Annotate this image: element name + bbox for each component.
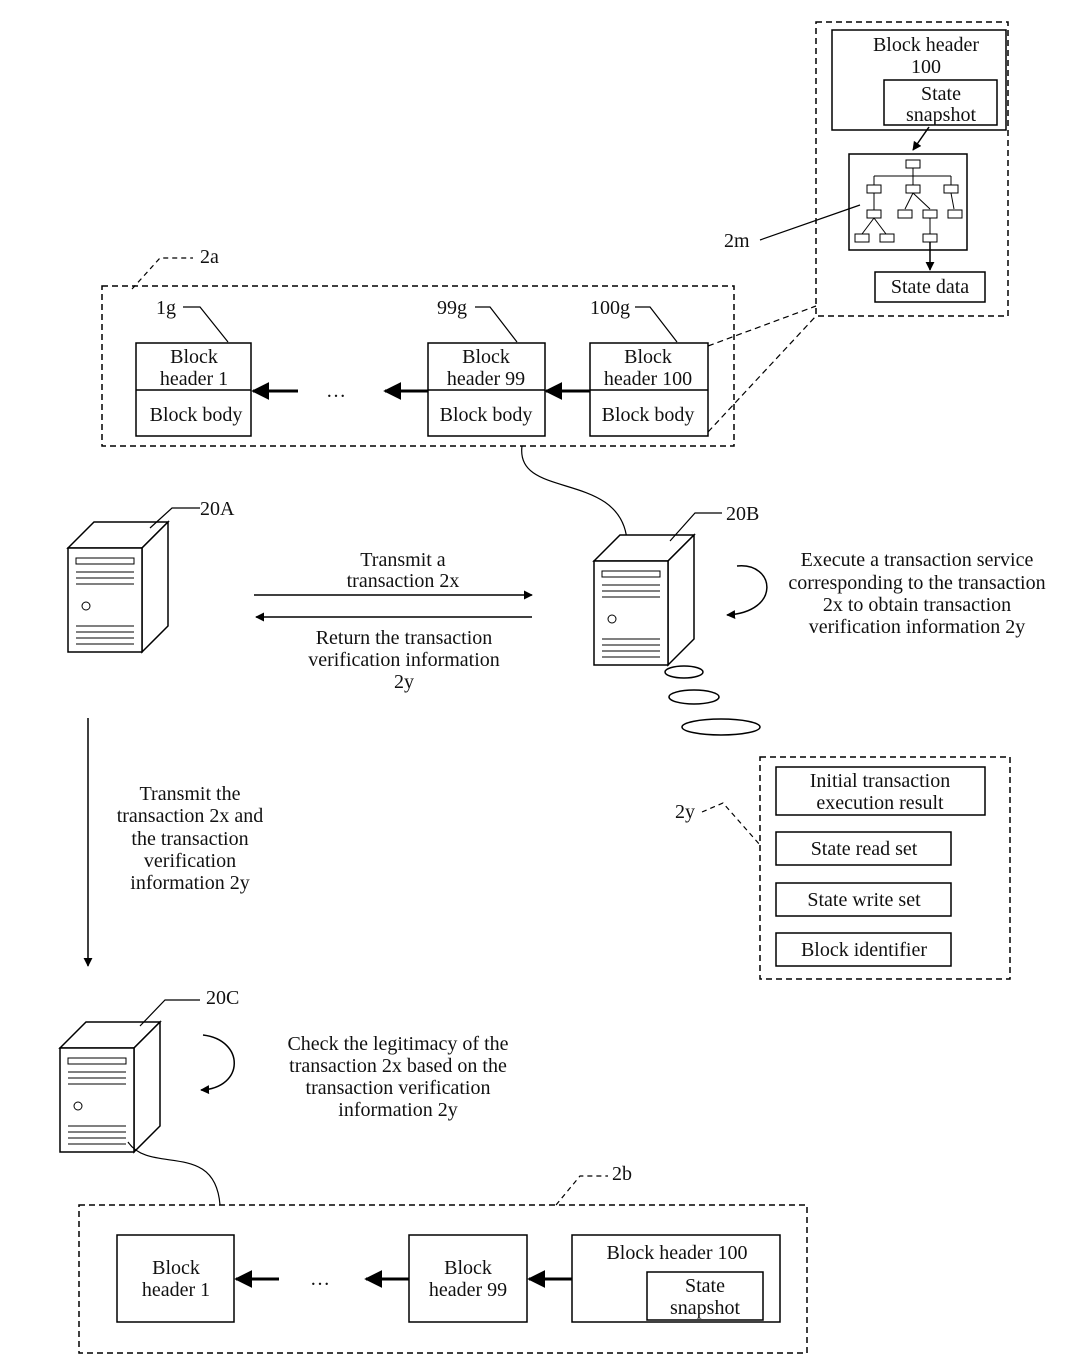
- item-state-read-set: State read set: [811, 838, 918, 860]
- return-line1: Return the transaction: [316, 627, 493, 649]
- server-20c: 20C: [60, 987, 239, 1152]
- check-line1: Check the legitimacy of the: [287, 1033, 508, 1055]
- chain-b-block100-header: Block header 100: [606, 1242, 747, 1264]
- block-1-header-line2: header 1: [160, 368, 228, 390]
- item-block-identifier: Block identifier: [801, 939, 927, 961]
- block-100-header-line2: header 100: [604, 368, 692, 390]
- block-1-body: Block body: [150, 404, 243, 426]
- check-line2: transaction 2x based on the: [289, 1055, 507, 1077]
- server-20a: 20A: [68, 498, 235, 652]
- block-100-detail-panel: Block header 100 State snapshot: [724, 22, 1008, 316]
- verification-information-2y: 2y Initial transaction execution result …: [675, 757, 1010, 979]
- block-99-header-line1: Block: [462, 346, 510, 368]
- detail-state-snapshot-line1: State: [921, 83, 961, 105]
- forward-line2: transaction 2x and: [117, 805, 264, 827]
- block-100-body: Block body: [602, 404, 695, 426]
- forward-line1: Transmit the: [140, 783, 241, 805]
- block-99-tag: 99g: [437, 297, 467, 319]
- server-20b-label: 20B: [726, 503, 759, 525]
- check-line3: transaction verification: [306, 1077, 491, 1099]
- item-state-write-set: State write set: [807, 889, 921, 911]
- block-99-header-line2: header 99: [447, 368, 525, 390]
- return-line2: verification information: [308, 649, 500, 671]
- blockchain-2b: 2b Block header 1 Block header 99 Block …: [79, 1163, 807, 1353]
- forward-transaction-message: Transmit the transaction 2x and the tran…: [88, 718, 263, 966]
- chain-b-snapshot-line1: State: [685, 1275, 725, 1297]
- item-initial-result-line1: Initial transaction: [810, 770, 951, 792]
- chain-b-label: 2b: [612, 1163, 632, 1185]
- transmit-line1: Transmit a: [360, 549, 446, 571]
- block-100-header-line1: Block: [624, 346, 672, 368]
- chain-b-block99-line1: Block: [444, 1257, 492, 1279]
- execute-line1: Execute a transaction service: [801, 549, 1034, 571]
- block-100-tag: 100g: [590, 297, 630, 319]
- block-1-tag: 1g: [156, 297, 176, 319]
- forward-line3: the transaction: [131, 828, 248, 850]
- detail-state-snapshot-line2: snapshot: [906, 104, 976, 126]
- execute-line3: 2x to obtain transaction: [823, 594, 1011, 616]
- detail-block-header-line2: 100: [911, 56, 941, 78]
- detail-block-header-line1: Block header: [873, 34, 979, 56]
- state-tree: [849, 154, 967, 250]
- block-99: 99g Block header 99 Block body: [428, 297, 545, 436]
- verification-label-2y: 2y: [675, 801, 695, 823]
- chain-b-block1-line1: Block: [152, 1257, 200, 1279]
- forward-line4: verification: [144, 850, 236, 872]
- block-100: 100g Block header 100 Block body: [590, 297, 708, 436]
- blockchain-2a: 2a 1g Block header 1 Block body 99g Bloc…: [102, 246, 734, 446]
- check-legitimacy-note: Check the legitimacy of the transaction …: [287, 1033, 508, 1121]
- server-20a-label: 20A: [200, 498, 235, 520]
- chain-b-ellipsis: …: [310, 1268, 330, 1290]
- transmit-line2: transaction 2x: [347, 570, 460, 592]
- chain-b-snapshot-line2: snapshot: [670, 1297, 740, 1319]
- execute-line4: verification information 2y: [809, 616, 1026, 638]
- state-data-label: State data: [891, 276, 969, 298]
- return-line3: 2y: [394, 671, 414, 693]
- return-verification-message: Return the transaction verification info…: [256, 617, 532, 693]
- chain-a-ellipsis: …: [326, 380, 346, 402]
- execute-transaction-note: Execute a transaction service correspond…: [788, 549, 1045, 638]
- check-line4: information 2y: [338, 1099, 457, 1121]
- server-20c-label: 20C: [206, 987, 239, 1009]
- block-99-body: Block body: [440, 404, 533, 426]
- execute-line2: corresponding to the transaction: [788, 572, 1045, 594]
- server-20b: 20B: [594, 503, 767, 665]
- block-1: 1g Block header 1 Block body: [136, 297, 251, 436]
- block-1-header-line1: Block: [170, 346, 218, 368]
- chain-b-block1-line2: header 1: [142, 1279, 210, 1301]
- item-initial-result-line2: execution result: [816, 792, 944, 814]
- forward-line5: information 2y: [130, 872, 249, 894]
- thought-bubbles: [665, 666, 760, 735]
- chain-a-label: 2a: [200, 246, 219, 268]
- chain-b-block99-line2: header 99: [429, 1279, 507, 1301]
- tree-label-2m: 2m: [724, 230, 750, 252]
- transmit-transaction-message: Transmit a transaction 2x: [254, 549, 532, 595]
